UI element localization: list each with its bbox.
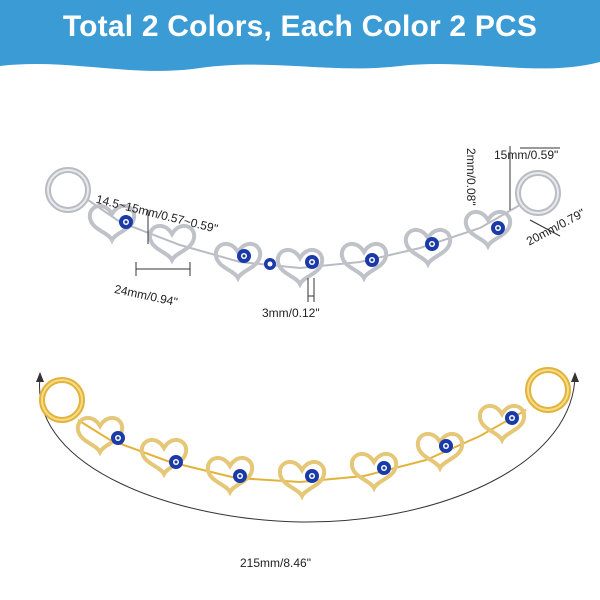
gold-evil-eye	[111, 431, 125, 445]
dim-link-width: 3mm/0.12"	[262, 306, 320, 320]
gold-evil-eye	[169, 455, 183, 469]
dimension-lines	[135, 146, 561, 302]
silver-evil-eye	[119, 215, 133, 229]
gold-evil-eye	[305, 469, 319, 483]
silver-evil-eye	[491, 221, 505, 235]
silver-evil-eye	[237, 249, 251, 263]
silver-evil-eye	[305, 255, 319, 269]
gold-evil-eye	[233, 469, 247, 483]
banner	[0, 0, 600, 71]
gold-evil-eye	[439, 439, 453, 453]
silver-evil-eye	[264, 258, 276, 270]
gold-evil-eye	[505, 411, 519, 425]
silver-evil-eye	[365, 253, 379, 267]
dim-ring-inner: 15mm/0.59"	[494, 148, 559, 162]
dim-total-length: 215mm/8.46"	[240, 556, 311, 570]
length-arc	[39, 377, 576, 523]
banner-title: Total 2 Colors, Each Color 2 PCS	[62, 10, 538, 43]
gold-evil-eye	[377, 461, 391, 475]
gold-chain	[36, 367, 579, 523]
silver-evil-eye	[425, 237, 439, 251]
gold-heart	[415, 431, 465, 470]
dim-ring-wire: 2mm/0.08"	[464, 148, 478, 206]
silver-chain	[45, 146, 561, 302]
